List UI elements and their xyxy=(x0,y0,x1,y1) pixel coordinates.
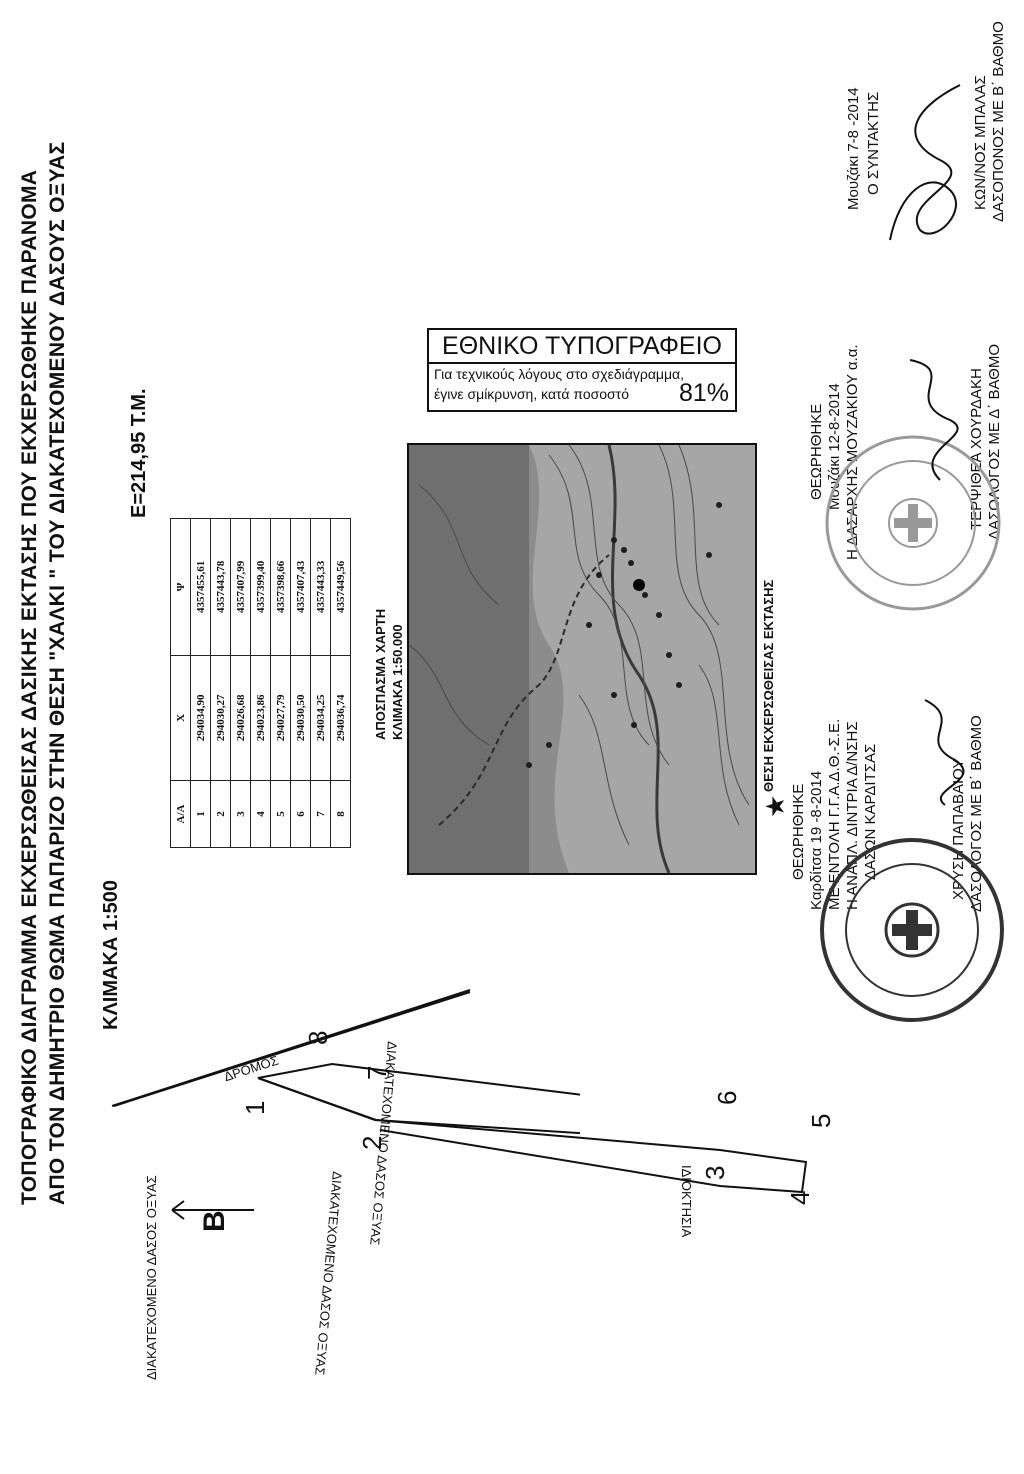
cell-y: 4357455,61 xyxy=(190,518,211,656)
star-icon: ★ xyxy=(760,794,790,818)
notice-heading: ΕΘΝΙΚΟ ΤΥΠΟΓΡΑΦΕΙΟ xyxy=(429,330,735,364)
cell-aa: 4 xyxy=(250,780,271,848)
cell-y: 4357449,56 xyxy=(330,518,351,656)
cell-aa: 8 xyxy=(330,780,351,848)
cell-x: 294027,79 xyxy=(270,655,291,781)
point-label-5: 5 xyxy=(806,1113,836,1128)
author-date: Μουζάκι 7-8 -2014 xyxy=(845,87,862,210)
point-label-3: 3 xyxy=(700,1165,730,1180)
cell-aa: 3 xyxy=(230,780,251,848)
col-header-x: Χ xyxy=(170,655,191,781)
cell-aa: 2 xyxy=(210,780,231,848)
cell-aa: 7 xyxy=(310,780,331,848)
cell-y: 4357399,40 xyxy=(250,518,271,656)
parcel-outline xyxy=(113,991,808,1194)
official-seal-directorate xyxy=(820,838,1004,1022)
cell-y: 4357398,66 xyxy=(270,518,291,656)
cell-y: 4357443,78 xyxy=(210,518,231,656)
cell-x: 294030,50 xyxy=(290,655,311,781)
cell-x: 294023,86 xyxy=(250,655,271,781)
cell-aa: 1 xyxy=(190,780,211,848)
point-label-1: 1 xyxy=(240,1100,270,1115)
map-legend-label: ΘΕΣΗ ΕΚΧΕΡΣΩΘΕΙΣΑΣ ΕΚΤΑΣΗΣ xyxy=(761,579,776,792)
notice-line-2: έγινε σμίκρυνση, κατά ποσοστό xyxy=(434,386,629,402)
cell-x: 294034,90 xyxy=(190,655,211,781)
notice-line-1: Για τεχνικούς λόγους στο σχεδιάγραμμα, xyxy=(434,366,685,382)
point-label-8: 8 xyxy=(303,1030,333,1045)
cell-y: 4357443,33 xyxy=(310,518,331,656)
notice-percent: 81% xyxy=(678,379,729,407)
north-arrow-icon xyxy=(171,1200,254,1220)
cell-aa: 5 xyxy=(270,780,291,848)
document-title-line-2: ΑΠΟ ΤΟΝ ΔΗΜΗΤΡΙΟ ΘΩΜΑ ΠΑΠΑΡΙΖΟ ΣΤΗΝ ΘΕΣΗ… xyxy=(46,141,69,1205)
cell-x: 294030,27 xyxy=(210,655,231,781)
private-property-label: ΙΔΙΟΚΤΗΣΙΑ xyxy=(679,1165,694,1238)
document-title-line-1: ΤΟΠΟΓΡΑΦΙΚΟ ΔΙΑΓΡΑΜΜΑ ΕΚΧΕΡΣΩΘΕΙΣΑΣ ΔΑΣΙ… xyxy=(18,169,41,1205)
col-header-aa: Α/Α xyxy=(170,780,191,848)
official-seal-district xyxy=(825,435,1001,611)
area-value: E=214,95 T.M. xyxy=(128,388,150,518)
map-extract-scale: ΚΛΙΜΑΚΑ 1:50.000 xyxy=(390,624,405,740)
directorate-checked: ΘΕΩΡΗΘΗΚΕ xyxy=(790,783,807,880)
north-label: B xyxy=(198,1210,231,1232)
cell-x: 294034,25 xyxy=(310,655,331,781)
national-printing-notice: ΕΘΝΙΚΟ ΤΥΠΟΓΡΑΦΕΙΟ Για τεχνικούς λόγους … xyxy=(427,328,737,412)
author-signature xyxy=(889,84,961,241)
author-title: ΔΑΣΟΠΟΝΟΣ ΜΕ Β΄ ΒΑΘΜΟ xyxy=(990,21,1007,222)
cell-x: 294036,74 xyxy=(330,655,351,781)
directorate-signature xyxy=(924,699,965,806)
cell-y: 4357407,43 xyxy=(290,518,311,656)
district-signature xyxy=(909,359,959,481)
topographic-map-extract xyxy=(407,443,757,875)
map-extract-title: ΑΠΟΣΠΑΣΜΑ ΧΑΡΤΗ xyxy=(373,608,388,740)
cell-x: 294026,68 xyxy=(230,655,251,781)
forest-label-left: ΔΙΑΚΑΤΕΧΟΜΕΝΟ ΔΑΣΟΣ ΟΞΥΑΣ xyxy=(144,1175,159,1380)
point-label-6: 6 xyxy=(712,1090,742,1105)
point-label-4: 4 xyxy=(785,1190,815,1205)
cell-y: 4357407,99 xyxy=(230,518,251,656)
col-header-y: Ψ xyxy=(170,518,191,656)
cell-aa: 6 xyxy=(290,780,311,848)
